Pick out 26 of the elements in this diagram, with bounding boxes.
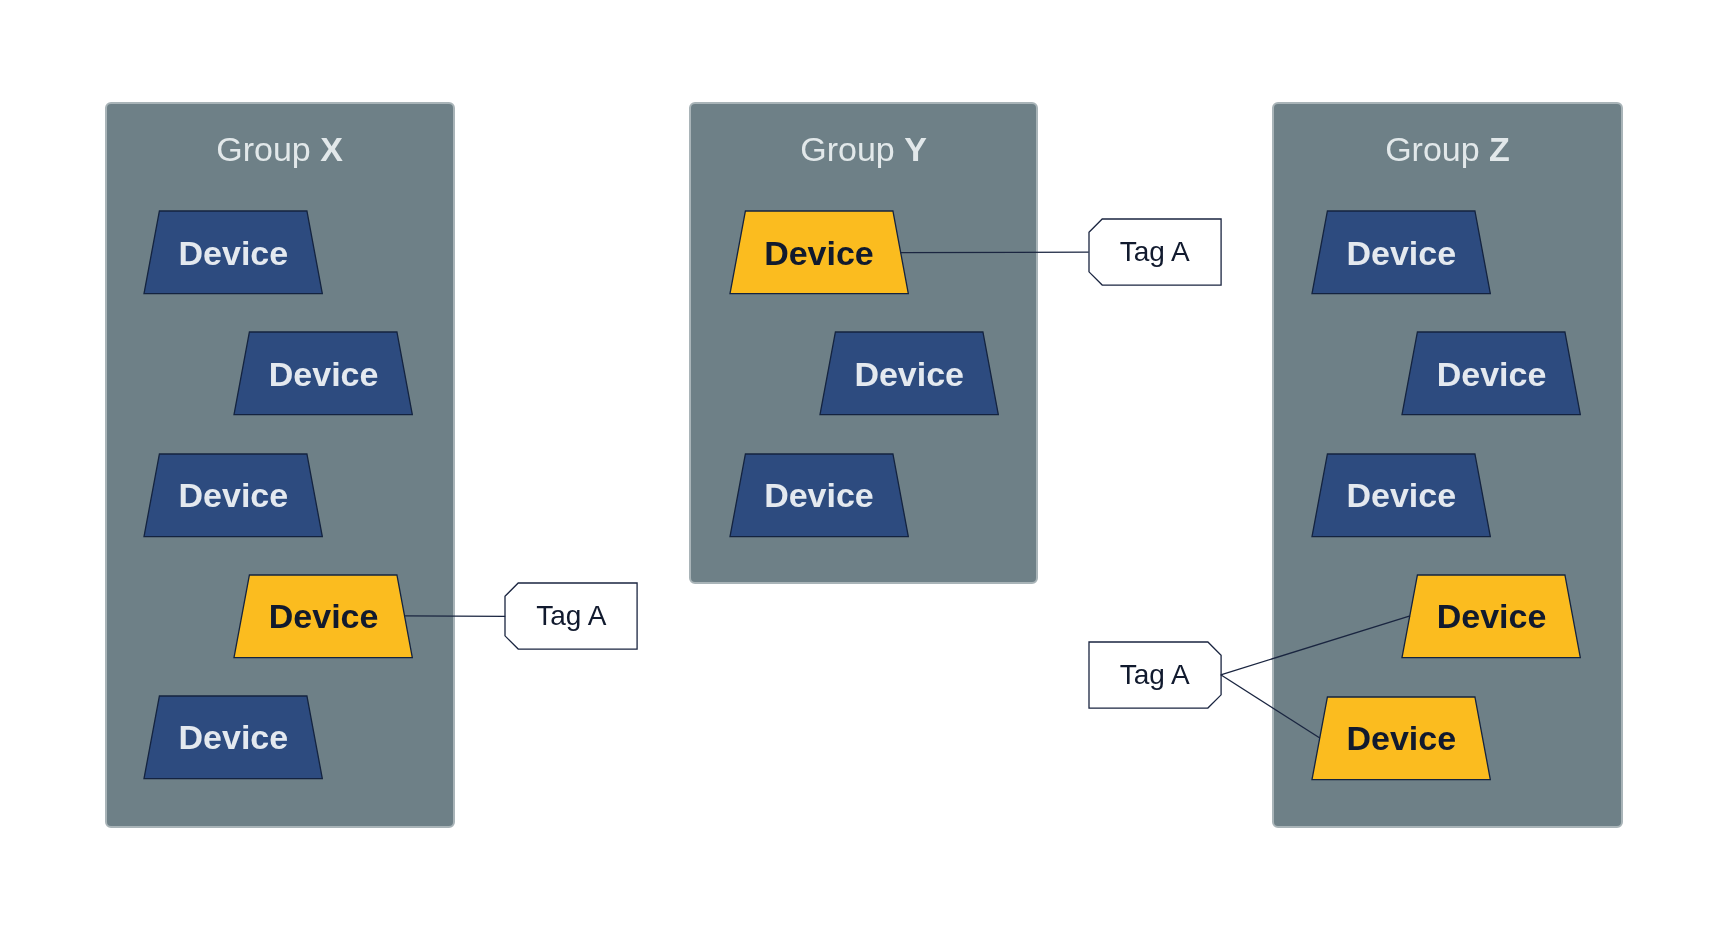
device-label: Device — [1435, 596, 1548, 636]
device-label: Device — [177, 233, 290, 273]
group-title: Group Z — [1384, 130, 1511, 170]
group-panel — [1272, 102, 1623, 828]
group-panel — [104, 102, 455, 828]
device-label: Device — [267, 354, 380, 394]
group-title: Group Y — [799, 130, 928, 170]
device-label: Device — [177, 717, 290, 757]
device-label: Device — [763, 475, 875, 515]
tag-label: Tag A — [1118, 658, 1191, 691]
connector-line — [404, 615, 506, 618]
group-panel — [689, 102, 1038, 585]
device-label: Device — [763, 233, 875, 273]
device-label: Device — [177, 475, 290, 515]
device-label: Device — [1345, 475, 1458, 515]
device-label: Device — [1345, 233, 1458, 273]
device-label: Device — [267, 596, 380, 636]
device-label: Device — [1345, 718, 1458, 758]
connector-line — [899, 251, 1090, 254]
device-label: Device — [853, 354, 966, 394]
device-label: Device — [1435, 354, 1548, 394]
tag-label: Tag A — [1118, 236, 1191, 269]
connector-line — [1220, 674, 1321, 739]
tag-label: Tag A — [535, 600, 608, 633]
connector-line — [1220, 615, 1411, 676]
group-title: Group X — [215, 130, 344, 170]
